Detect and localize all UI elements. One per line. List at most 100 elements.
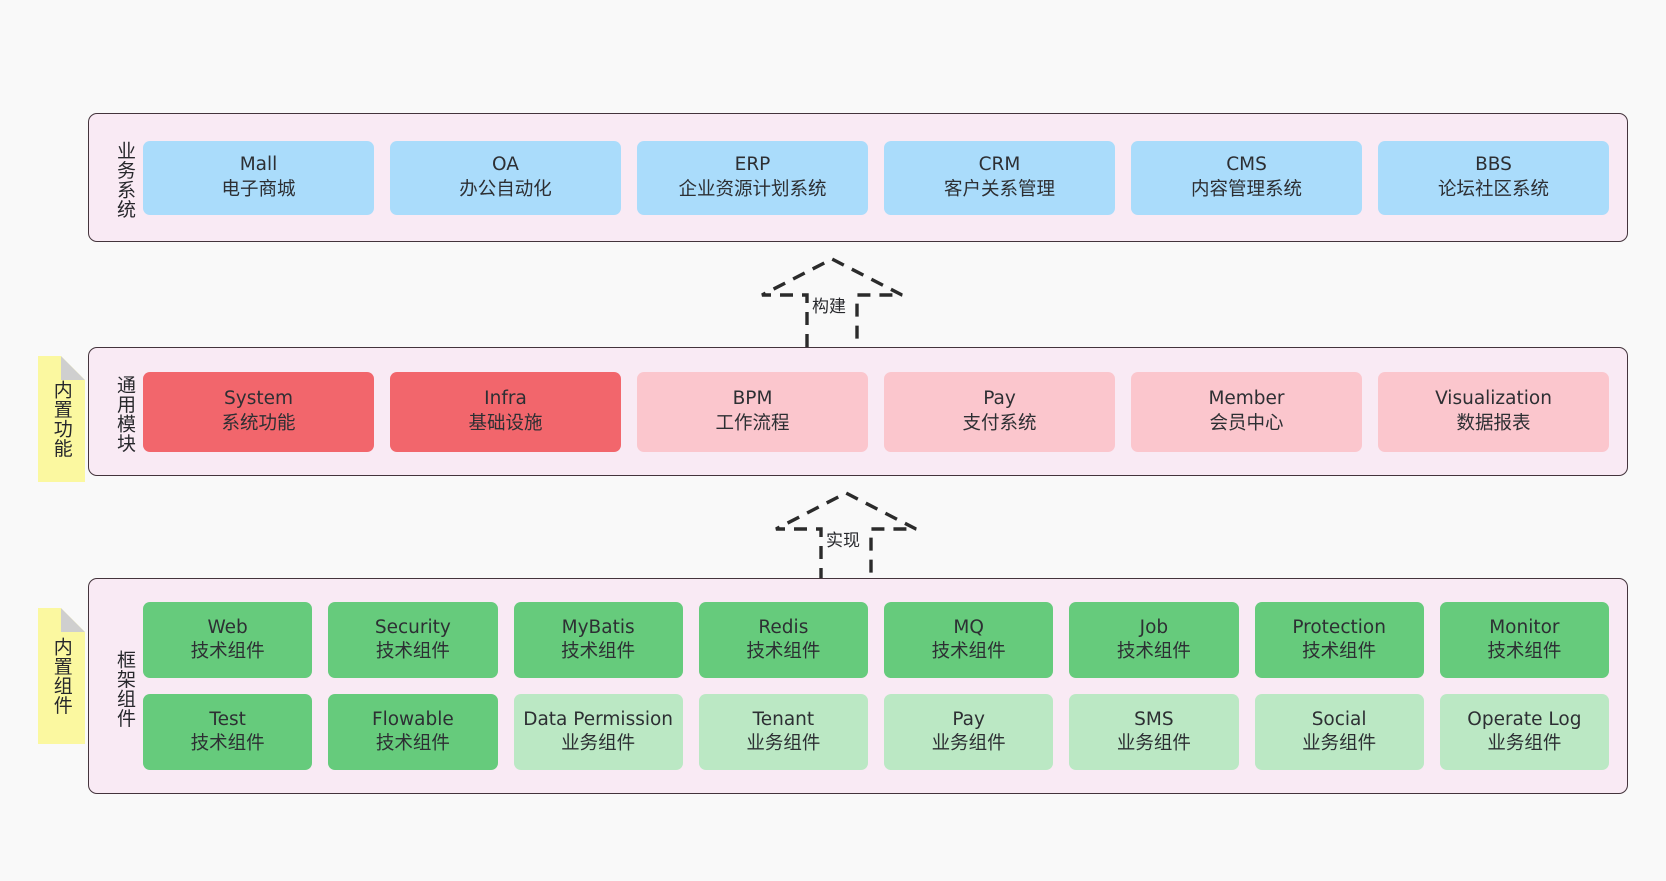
layer-business-systems: 业务系统 Mall 电子商城 OA 办公自动化 ERP 企业资源计划系统 CRM… bbox=[88, 113, 1628, 242]
node-monitor[interactable]: Monitor 技术组件 bbox=[1439, 602, 1609, 678]
layer-framework-components: 框架组件 Web 技术组件 Security 技术组件 MyBatis 技术组件… bbox=[88, 578, 1628, 794]
node-label-cn: 基础设施 bbox=[468, 412, 543, 434]
node-flowable[interactable]: Flowable 技术组件 bbox=[328, 694, 498, 770]
node-label-cn: 业务组件 bbox=[746, 733, 821, 754]
node-label-cn: 企业资源计划系统 bbox=[678, 178, 827, 200]
node-bbs[interactable]: BBS 论坛社区系统 bbox=[1378, 140, 1609, 215]
node-label-en: Operate Log bbox=[1467, 708, 1582, 730]
layer-row: Mall 电子商城 OA 办公自动化 ERP 企业资源计划系统 CRM 客户关系… bbox=[143, 140, 1609, 215]
layer-title-framework-components: 框架组件 bbox=[114, 649, 136, 728]
node-oa[interactable]: OA 办公自动化 bbox=[390, 140, 621, 215]
node-label-cn: 工作流程 bbox=[715, 412, 790, 434]
node-label-en: MyBatis bbox=[561, 616, 635, 638]
note-label: 内置功能 bbox=[50, 380, 73, 458]
node-label-cn: 业务组件 bbox=[1302, 733, 1377, 754]
node-mq[interactable]: MQ 技术组件 bbox=[884, 602, 1054, 678]
node-label-en: Member bbox=[1208, 388, 1285, 410]
node-label-en: Protection bbox=[1292, 616, 1386, 638]
node-label-en: Pay bbox=[952, 708, 985, 730]
node-label-cn: 技术组件 bbox=[561, 641, 636, 662]
node-label-en: System bbox=[224, 388, 293, 410]
node-label-en: Pay bbox=[983, 388, 1016, 410]
node-visualization[interactable]: Visualization 数据报表 bbox=[1378, 371, 1609, 452]
node-test[interactable]: Test 技术组件 bbox=[143, 694, 313, 770]
node-label-en: ERP bbox=[734, 154, 771, 176]
node-label-en: Data Permission bbox=[523, 708, 674, 730]
node-pay-component[interactable]: Pay 业务组件 bbox=[884, 694, 1054, 770]
node-label-cn: 论坛社区系统 bbox=[1437, 178, 1549, 200]
layer-row: Web 技术组件 Security 技术组件 MyBatis 技术组件 Redi… bbox=[143, 602, 1609, 678]
node-label-cn: 会员中心 bbox=[1209, 412, 1284, 434]
node-member[interactable]: Member 会员中心 bbox=[1131, 371, 1362, 452]
node-label-cn: 客户关系管理 bbox=[943, 178, 1055, 200]
node-cms[interactable]: CMS 内容管理系统 bbox=[1131, 140, 1362, 215]
node-security[interactable]: Security 技术组件 bbox=[328, 602, 498, 678]
node-redis[interactable]: Redis 技术组件 bbox=[698, 602, 868, 678]
node-infra[interactable]: Infra 基础设施 bbox=[390, 371, 621, 452]
node-label-cn: 技术组件 bbox=[1302, 641, 1377, 662]
node-label-cn: 系统功能 bbox=[221, 412, 296, 434]
layer-title-business-systems: 业务系统 bbox=[114, 141, 136, 219]
layer-title-common-modules: 通用模块 bbox=[114, 375, 136, 453]
layer-common-modules: 通用模块 System 系统功能 Infra 基础设施 BPM 工作流程 Pay… bbox=[88, 347, 1628, 476]
node-label-en: Web bbox=[207, 616, 248, 638]
node-label-en: OA bbox=[492, 154, 519, 176]
node-protection[interactable]: Protection 技术组件 bbox=[1254, 602, 1424, 678]
connector-build-label: 构建 bbox=[812, 297, 846, 317]
node-job[interactable]: Job 技术组件 bbox=[1069, 602, 1239, 678]
node-label-en: Infra bbox=[484, 388, 527, 410]
node-data-permission[interactable]: Data Permission 业务组件 bbox=[513, 694, 683, 770]
node-label-cn: 技术组件 bbox=[746, 641, 821, 662]
layer-row: System 系统功能 Infra 基础设施 BPM 工作流程 Pay 支付系统… bbox=[143, 371, 1609, 452]
node-tenant[interactable]: Tenant 业务组件 bbox=[698, 694, 868, 770]
node-bpm[interactable]: BPM 工作流程 bbox=[637, 371, 868, 452]
node-social[interactable]: Social 业务组件 bbox=[1254, 694, 1424, 770]
node-label-en: Social bbox=[1311, 708, 1367, 730]
node-label-cn: 业务组件 bbox=[1116, 733, 1191, 754]
node-label-en: CMS bbox=[1226, 154, 1267, 176]
node-mall[interactable]: Mall 电子商城 bbox=[143, 140, 374, 215]
note-builtin-functions: 内置功能 bbox=[38, 356, 85, 482]
node-label-cn: 技术组件 bbox=[190, 641, 265, 662]
note-builtin-components: 内置组件 bbox=[38, 608, 85, 744]
layer-body-common-modules: System 系统功能 Infra 基础设施 BPM 工作流程 Pay 支付系统… bbox=[135, 348, 1627, 475]
node-label-en: BBS bbox=[1475, 154, 1512, 176]
note-fold-corner-icon bbox=[61, 608, 85, 632]
node-label-en: Tenant bbox=[752, 708, 815, 730]
node-label-en: Monitor bbox=[1489, 616, 1560, 638]
node-crm[interactable]: CRM 客户关系管理 bbox=[884, 140, 1115, 215]
node-label-cn: 支付系统 bbox=[962, 412, 1037, 434]
node-label-en: BPM bbox=[732, 388, 773, 410]
node-label-en: Visualization bbox=[1435, 388, 1552, 410]
node-label-cn: 技术组件 bbox=[1116, 641, 1191, 662]
node-label-en: SMS bbox=[1134, 708, 1174, 730]
node-erp[interactable]: ERP 企业资源计划系统 bbox=[637, 140, 868, 215]
node-operate-log[interactable]: Operate Log 业务组件 bbox=[1439, 694, 1609, 770]
node-label-cn: 办公自动化 bbox=[459, 178, 552, 200]
layer-row: Test 技术组件 Flowable 技术组件 Data Permission … bbox=[143, 694, 1609, 770]
node-label-en: Redis bbox=[758, 616, 809, 638]
node-label-cn: 技术组件 bbox=[1487, 641, 1562, 662]
node-label-cn: 业务组件 bbox=[561, 733, 636, 754]
layer-body-business-systems: Mall 电子商城 OA 办公自动化 ERP 企业资源计划系统 CRM 客户关系… bbox=[135, 114, 1627, 241]
node-label-cn: 电子商城 bbox=[221, 178, 296, 200]
node-label-cn: 内容管理系统 bbox=[1190, 178, 1302, 200]
node-label-cn: 业务组件 bbox=[1487, 733, 1562, 754]
node-mybatis[interactable]: MyBatis 技术组件 bbox=[513, 602, 683, 678]
node-label-en: Job bbox=[1139, 616, 1169, 638]
node-label-cn: 技术组件 bbox=[190, 733, 265, 754]
node-label-cn: 技术组件 bbox=[375, 733, 450, 754]
note-fold-corner-icon bbox=[61, 356, 85, 380]
node-label-en: CRM bbox=[978, 154, 1021, 176]
node-label-en: Test bbox=[209, 708, 246, 730]
node-label-en: Security bbox=[374, 616, 451, 638]
node-sms[interactable]: SMS 业务组件 bbox=[1069, 694, 1239, 770]
node-label-en: Mall bbox=[239, 154, 278, 176]
node-label-cn: 技术组件 bbox=[375, 641, 450, 662]
node-label-cn: 数据报表 bbox=[1456, 412, 1531, 434]
node-pay[interactable]: Pay 支付系统 bbox=[884, 371, 1115, 452]
node-system[interactable]: System 系统功能 bbox=[143, 371, 374, 452]
node-web[interactable]: Web 技术组件 bbox=[143, 602, 313, 678]
node-label-cn: 技术组件 bbox=[931, 641, 1006, 662]
